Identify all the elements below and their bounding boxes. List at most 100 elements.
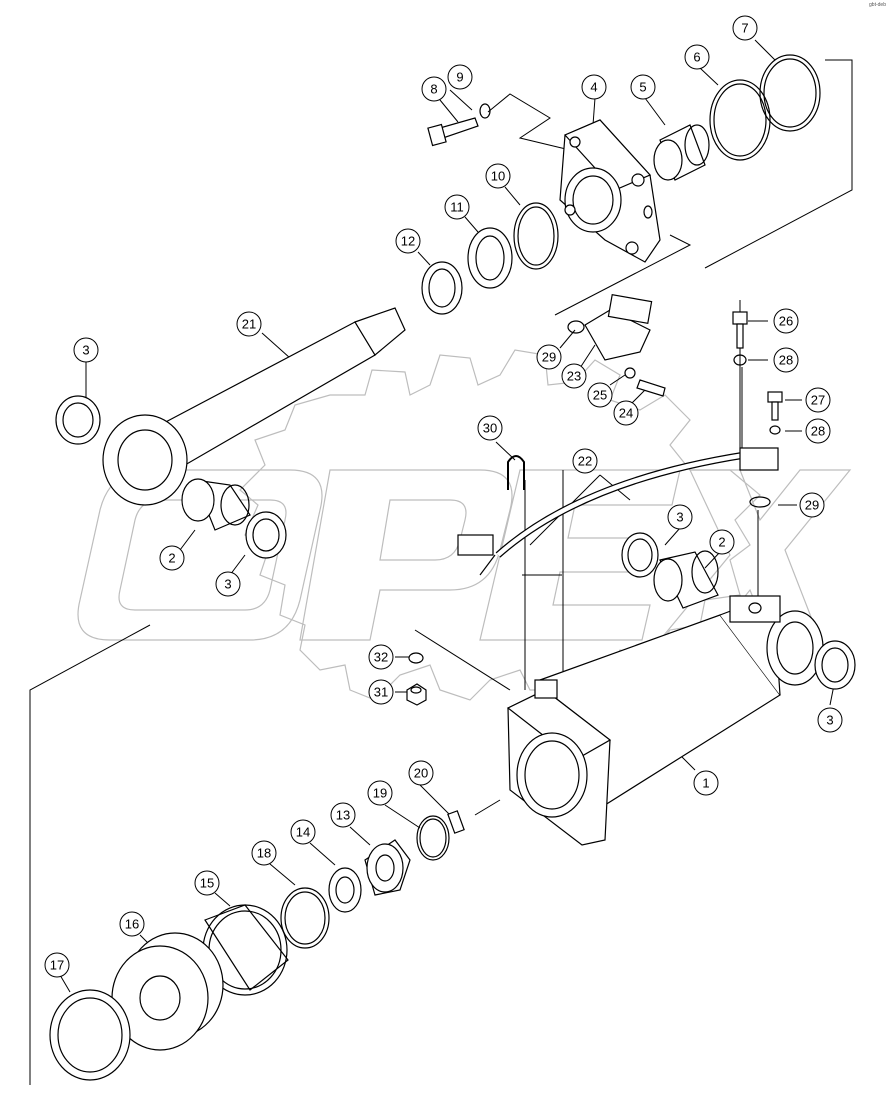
callout-circle	[799, 492, 825, 518]
part-29-o-ring-upper	[567, 320, 585, 334]
callout-circle	[805, 418, 831, 444]
callout-28: 28	[773, 347, 799, 373]
part-18-ring	[280, 887, 330, 949]
part-20-pin	[447, 810, 465, 834]
callout-circle	[215, 571, 241, 597]
callout-30: 30	[477, 415, 503, 441]
part-3-bearing	[55, 395, 101, 445]
callout-15: 15	[194, 870, 220, 896]
callout-2: 2	[709, 529, 735, 555]
callout-label: 11	[450, 200, 464, 215]
callout-circle	[587, 382, 613, 408]
part-3-bearing-mid	[245, 511, 287, 559]
callout-label: 21	[242, 317, 256, 332]
watermark-gear-icon	[239, 349, 761, 701]
part-22-hydraulic-tube	[457, 447, 779, 576]
callout-32: 32	[368, 644, 394, 670]
part-9-washer	[479, 103, 491, 119]
part-11-seal	[467, 227, 513, 289]
part-31-nut	[406, 683, 427, 706]
callout-3: 3	[73, 337, 99, 363]
callout-label: 12	[401, 234, 415, 249]
callout-circle	[119, 911, 145, 937]
callout-label: 3	[826, 713, 833, 728]
part-30-u-bolt	[507, 455, 525, 490]
callout-label: 18	[257, 846, 271, 861]
callout-24: 24	[613, 400, 639, 426]
part-19-ring	[416, 815, 450, 861]
callout-label: 7	[741, 21, 748, 36]
callout-circle	[477, 415, 503, 441]
part-21-piston-rod	[102, 307, 406, 506]
callout-28: 28	[805, 418, 831, 444]
callout-label: 20	[414, 766, 428, 781]
callout-circle	[330, 802, 356, 828]
callout-label: 29	[805, 498, 819, 513]
callout-circle	[408, 760, 434, 786]
callout-label: 5	[639, 80, 646, 95]
callout-label: 13	[336, 808, 350, 823]
callout-label: 25	[593, 388, 607, 403]
callout-label: 15	[200, 876, 214, 891]
callout-circle	[817, 707, 843, 733]
callout-label: 24	[619, 406, 633, 421]
part-8-bolt	[427, 117, 479, 147]
part-28-washer-lower	[769, 425, 781, 435]
callout-26: 26	[773, 308, 799, 334]
callout-label: 3	[676, 510, 683, 525]
callout-circle	[44, 952, 70, 978]
callout-circle	[561, 363, 587, 389]
callout-6: 6	[684, 44, 710, 70]
callout-circle	[395, 228, 421, 254]
part-1-cylinder-tube	[506, 595, 824, 846]
part-3-bearing-far-right	[814, 640, 856, 690]
callout-circle	[684, 44, 710, 70]
callout-circle	[693, 770, 719, 796]
callout-circle	[572, 448, 598, 474]
callout-circle	[444, 194, 470, 220]
callout-13: 13	[330, 802, 356, 828]
callout-circle	[368, 644, 394, 670]
corner-code: gbt-deb	[869, 2, 886, 8]
watermark-o	[77, 469, 323, 641]
callout-4: 4	[581, 74, 607, 100]
callout-circle	[732, 15, 758, 41]
callout-31: 31	[368, 679, 394, 705]
callout-3: 3	[215, 571, 241, 597]
callout-label: 26	[779, 314, 793, 329]
callout-label: 6	[693, 50, 700, 65]
callout-27: 27	[805, 387, 831, 413]
callout-label: 10	[491, 169, 505, 184]
part-27-bolt	[767, 391, 783, 421]
part-24-bolt	[636, 379, 666, 397]
callout-circle	[773, 347, 799, 373]
callout-circle	[805, 387, 831, 413]
callout-21: 21	[236, 311, 262, 337]
callout-circle	[251, 840, 277, 866]
callout-3: 3	[667, 504, 693, 530]
callout-label: 19	[373, 786, 387, 801]
callout-circle	[581, 74, 607, 100]
callout-14: 14	[290, 819, 316, 845]
callout-label: 3	[82, 343, 89, 358]
callout-label: 27	[811, 393, 825, 408]
part-2-bushing-right	[653, 550, 719, 609]
opex-watermark	[77, 349, 852, 701]
callout-circle	[367, 780, 393, 806]
part-2-bushing-left	[181, 478, 251, 531]
callout-circle	[447, 64, 473, 90]
callout-circle	[709, 529, 735, 555]
callout-label: 29	[542, 350, 556, 365]
callout-12: 12	[395, 228, 421, 254]
callout-16: 16	[119, 911, 145, 937]
callout-circle	[236, 311, 262, 337]
callout-label: 1	[702, 776, 709, 791]
callout-circle	[613, 400, 639, 426]
callout-19: 19	[367, 780, 393, 806]
part-13-nut	[364, 839, 411, 896]
callout-9: 9	[447, 64, 473, 90]
callout-29: 29	[799, 492, 825, 518]
callout-circle	[485, 163, 511, 189]
part-6-ring	[709, 79, 771, 161]
